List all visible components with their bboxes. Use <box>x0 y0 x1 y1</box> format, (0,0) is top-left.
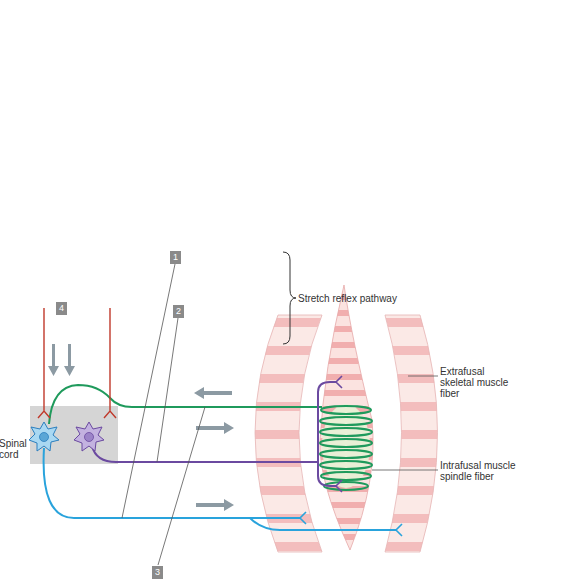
part-label: Intrafusal muscle spindle fiber <box>440 460 532 482</box>
leader-line <box>408 376 438 377</box>
right-arrow <box>196 499 234 511</box>
coil-turn <box>321 406 371 414</box>
right-arrow <box>196 422 234 434</box>
muscle-spindle <box>320 285 373 550</box>
node-label: Spinal cord <box>0 438 29 460</box>
callout-number: 1 <box>170 251 181 264</box>
spindle-center <box>322 404 370 488</box>
descending-fiber <box>104 308 116 418</box>
coil-turn <box>324 482 368 490</box>
spinal-cord-box: Spinal cord <box>30 406 118 464</box>
leader-line <box>157 318 178 462</box>
alpha-motor-cell-body <box>29 422 59 451</box>
leader-line <box>158 407 205 565</box>
extrafusal-fiber <box>255 315 322 552</box>
nucleus <box>85 433 94 442</box>
motor-end-plate <box>300 512 402 536</box>
callout-number: 4 <box>56 302 67 315</box>
flow-arrows <box>48 344 234 511</box>
gamma-motor-neuron <box>92 446 318 462</box>
alpha-branch <box>250 518 396 530</box>
left-arrow <box>194 387 232 399</box>
coil-turn <box>320 450 372 458</box>
coil-turn <box>321 472 371 480</box>
coil-turn <box>320 428 372 436</box>
coil-turn <box>320 439 372 447</box>
alpha-motor-neuron <box>44 448 300 518</box>
coil-turn <box>320 461 372 469</box>
leader-line <box>122 264 175 518</box>
part-label: Stretch reflex pathway <box>298 293 428 304</box>
sensory-neuron <box>49 385 322 424</box>
callout-number: 2 <box>173 305 184 318</box>
extrafusal-fiber <box>385 315 438 552</box>
leader-lines <box>122 264 438 565</box>
coil-turn <box>320 417 372 425</box>
part-label: Extrafusal skeletal muscle fiber <box>440 366 520 399</box>
down-arrow <box>48 344 59 376</box>
nucleus <box>40 433 49 442</box>
sensory-coil <box>320 406 372 490</box>
gamma-motor-cell-body <box>74 422 104 451</box>
gamma-ending <box>336 376 342 492</box>
descending-fiber <box>38 308 50 418</box>
bracket <box>283 252 296 344</box>
gamma-branch <box>318 382 336 486</box>
down-arrow <box>64 344 75 376</box>
callout-number: 3 <box>152 566 163 579</box>
leader-line <box>372 470 438 471</box>
